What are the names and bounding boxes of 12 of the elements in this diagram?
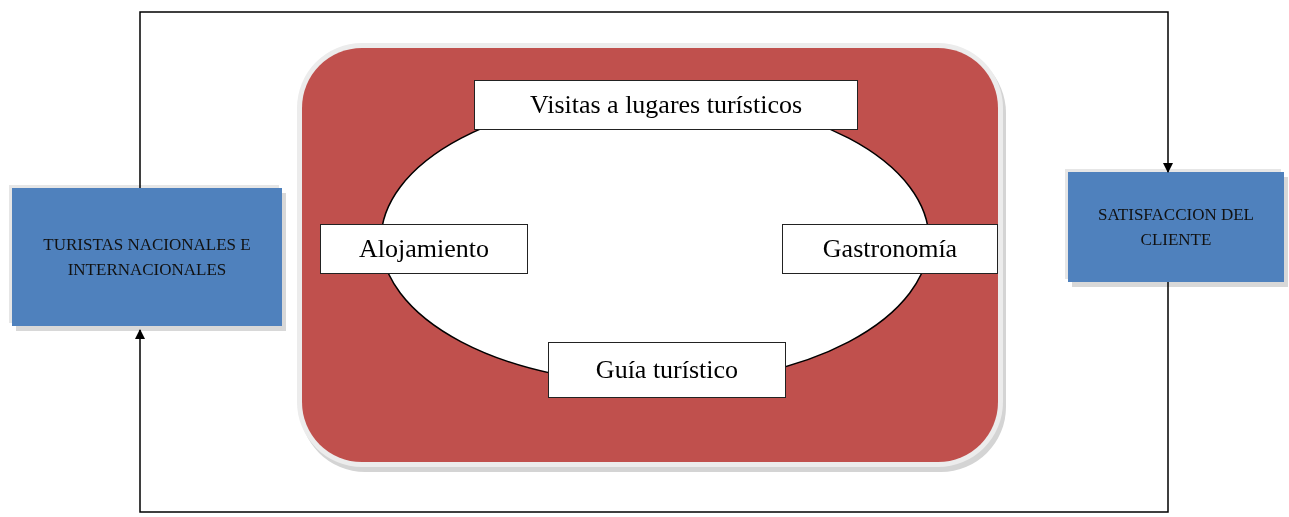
node-text: Gastronomía [822, 234, 958, 264]
connector-arrow [135, 281, 1169, 513]
node-text: SATISFACCION DEL CLIENTE [1097, 203, 1255, 251]
connector-arrow [139, 11, 1173, 189]
node-text: Guía turístico [595, 355, 739, 385]
node-text: Alojamiento [359, 234, 489, 264]
label-box [782, 224, 998, 274]
node-text: Visitas a lugares turísticos [529, 90, 803, 120]
label-box [320, 224, 528, 274]
label-box [548, 342, 786, 398]
label-box [474, 80, 858, 130]
node-text: TURISTAS NACIONALES E INTERNACIONALES [42, 233, 252, 281]
